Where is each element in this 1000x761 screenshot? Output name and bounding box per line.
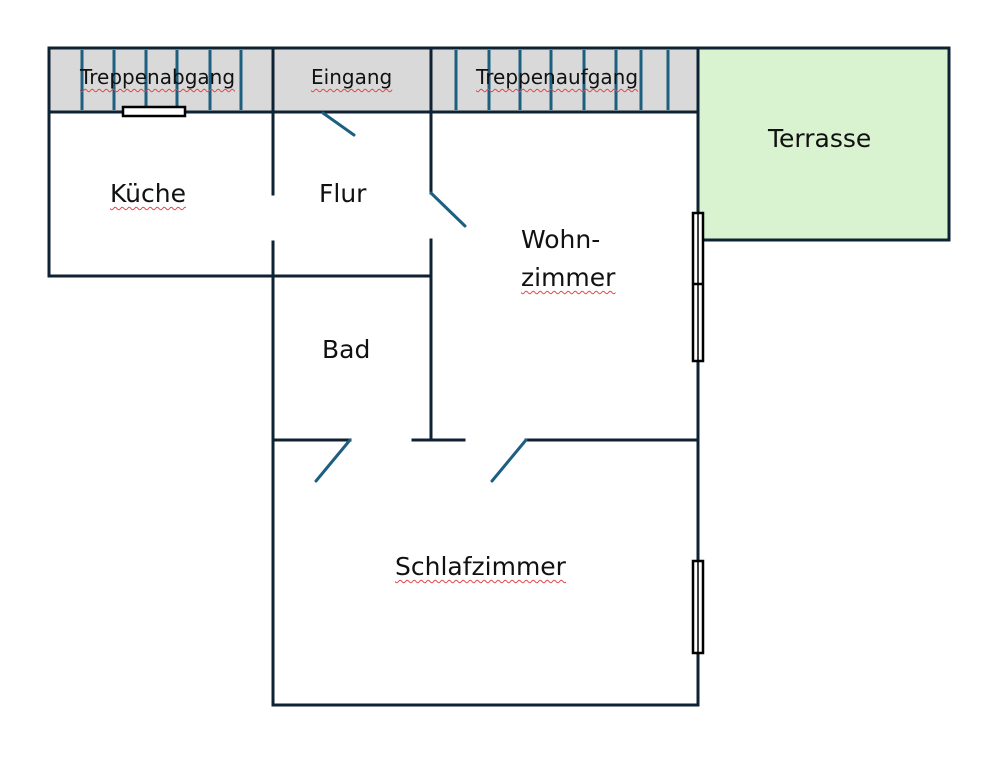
door-flur-wohnzimmer bbox=[429, 191, 467, 228]
room-label-flur: Flur bbox=[319, 179, 367, 208]
doors bbox=[314, 111, 528, 483]
stair-up-area bbox=[431, 48, 698, 112]
room-label-bad: Bad bbox=[322, 335, 371, 364]
terrace-area bbox=[698, 48, 949, 240]
room-label-schlafzimmer: Schlafzimmer bbox=[395, 552, 566, 581]
stairs-up-steps bbox=[454, 50, 670, 110]
room-label-treppenaufgang: Treppenaufgang bbox=[476, 65, 639, 89]
room-label-treppenabgang: Treppenabgang bbox=[80, 65, 236, 89]
room-label-kueche: Küche bbox=[110, 179, 186, 208]
entrance-area bbox=[273, 48, 431, 112]
door-wohnzimmer-schlafzimmer bbox=[490, 438, 528, 483]
door-eingang-flur bbox=[321, 111, 356, 137]
stair-down-area bbox=[49, 48, 273, 112]
door-flur-schlafzimmer bbox=[314, 438, 352, 483]
windows bbox=[121, 105, 705, 655]
stairs-down-steps bbox=[80, 50, 243, 110]
window-kitchen bbox=[121, 105, 187, 118]
room-label-terrasse: Terrasse bbox=[768, 124, 872, 153]
room-label-wohnzimmer-line2: zimmer bbox=[521, 263, 616, 292]
room-label-eingang: Eingang bbox=[311, 65, 393, 89]
room-label-wohnzimmer-line1: Wohn- bbox=[521, 225, 601, 254]
